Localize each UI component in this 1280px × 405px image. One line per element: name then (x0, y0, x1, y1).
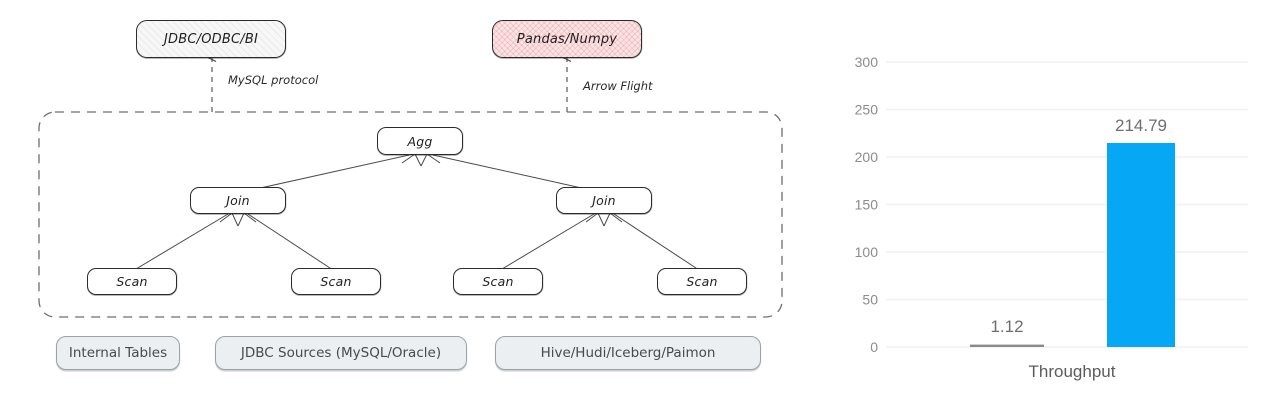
storage-box-lakehouse[interactable]: Hive/Hudi/Iceberg/Paimon (495, 336, 761, 370)
client-box-pandas[interactable]: Pandas/Numpy (492, 20, 642, 58)
chart-gridlines (886, 61, 1248, 348)
client-box-jdbc[interactable]: JDBC/ODBC/BI (136, 20, 286, 58)
plan-node-scan-1[interactable]: Scan (87, 268, 177, 295)
storage-box-jdbc-sources-label: JDBC Sources (MySQL/Oracle) (240, 345, 442, 361)
ytick-50: 50 (862, 292, 878, 308)
ytick-150: 150 (855, 197, 879, 213)
ytick-100: 100 (855, 244, 879, 260)
bar-arrow[interactable] (1107, 143, 1175, 347)
plan-node-scan-4[interactable]: Scan (657, 268, 747, 295)
storage-box-internal-tables[interactable]: Internal Tables (56, 336, 180, 370)
architecture-diagram: JDBC/ODBC/BI Pandas/Numpy MySQL protocol… (38, 20, 783, 370)
plan-node-agg[interactable]: Agg (377, 127, 463, 155)
plan-node-scan-2[interactable]: Scan (291, 268, 381, 295)
storage-box-jdbc-sources[interactable]: JDBC Sources (MySQL/Oracle) (215, 336, 467, 370)
plan-tree-edges (130, 153, 703, 273)
xaxis-label-throughput: Throughput (1029, 362, 1116, 381)
engine-boundary (38, 111, 783, 318)
throughput-bar-chart: 300 250 200 150 100 50 0 1.12 214.79 Thr… (820, 0, 1280, 405)
ytick-250: 250 (855, 102, 879, 118)
plan-node-scan-3[interactable]: Scan (453, 268, 543, 295)
bar-arrow-value-label: 214.79 (1115, 116, 1167, 135)
diagram-connectors (38, 54, 783, 318)
plan-node-scan-1-label: Scan (116, 274, 148, 289)
storage-box-lakehouse-label: Hive/Hudi/Iceberg/Paimon (540, 345, 716, 361)
plan-node-join-right-label: Join (592, 193, 616, 208)
bar-chart-svg: 300 250 200 150 100 50 0 1.12 214.79 Thr… (855, 54, 1248, 381)
storage-box-internal-tables-label: Internal Tables (68, 345, 168, 361)
plan-node-scan-3-label: Scan (482, 274, 514, 289)
ytick-200: 200 (855, 149, 879, 165)
edge-label-arrow-flight: Arrow Flight (583, 79, 653, 93)
edge-label-mysql-protocol: MySQL protocol (228, 73, 319, 87)
client-box-pandas-label: Pandas/Numpy (516, 31, 618, 47)
plan-node-scan-4-label: Scan (686, 274, 718, 289)
ytick-300: 300 (855, 54, 879, 70)
client-box-jdbc-label: JDBC/ODBC/BI (164, 31, 258, 47)
plan-node-join-right[interactable]: Join (556, 187, 652, 214)
ytick-0: 0 (870, 339, 878, 355)
bar-baseline-value-label: 1.12 (990, 317, 1023, 336)
plan-node-scan-2-label: Scan (320, 274, 352, 289)
plan-node-join-left[interactable]: Join (190, 187, 286, 214)
plan-node-agg-label: Agg (407, 133, 433, 149)
bar-baseline[interactable] (970, 344, 1044, 347)
plan-node-join-left-label: Join (226, 193, 250, 208)
